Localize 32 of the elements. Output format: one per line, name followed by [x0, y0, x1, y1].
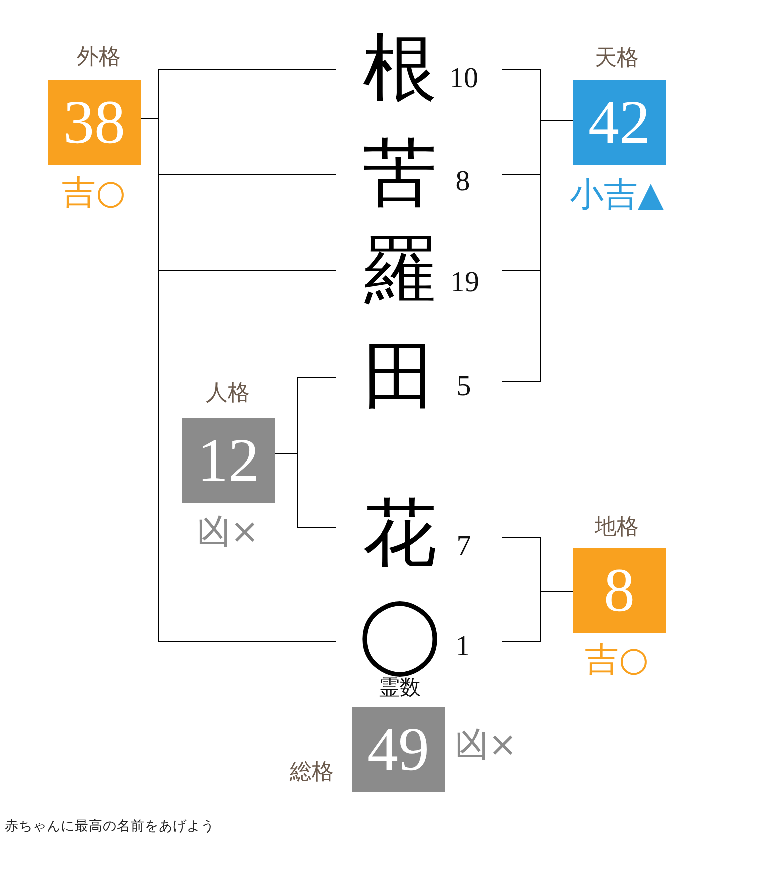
- verdict-text: 凶×: [454, 728, 518, 762]
- score-box: 8: [573, 548, 666, 633]
- category-heading: 天格: [595, 48, 639, 70]
- score-box: 38: [48, 80, 141, 165]
- stroke-count: 10: [450, 64, 478, 94]
- category-heading: 地格: [595, 517, 639, 539]
- name-character: 苦: [363, 132, 437, 218]
- verdict-text: 吉○: [62, 176, 126, 210]
- slogan-text: 赤ちゃんに最高の名前をあげよう: [5, 820, 215, 834]
- name-character: 根: [363, 28, 437, 113]
- stroke-count: 1: [456, 632, 470, 662]
- caption-text: 霊数: [379, 678, 421, 698]
- name-character: 花: [363, 492, 437, 578]
- name-character: ◯: [358, 592, 442, 678]
- verdict-text: 凶×: [196, 515, 260, 549]
- stroke-count: 8: [456, 168, 470, 196]
- stroke-count: 7: [456, 532, 472, 562]
- bracket-line: [502, 591, 574, 642]
- category-heading: 人格: [206, 383, 250, 405]
- score-box: 49: [352, 707, 445, 792]
- score-box: 12: [182, 418, 275, 503]
- score-box: 42: [573, 80, 666, 165]
- bracket-line: [274, 453, 336, 528]
- verdict-text: 吉○: [585, 643, 649, 677]
- stroke-count: 19: [450, 268, 480, 298]
- name-character: 田: [363, 336, 437, 421]
- verdict-text: 小吉▲: [570, 178, 664, 212]
- category-heading: 外格: [77, 47, 121, 69]
- category-heading: 総格: [290, 762, 334, 784]
- name-character: 羅: [363, 230, 437, 315]
- bracket-line: [502, 120, 574, 382]
- stroke-count: 5: [456, 372, 472, 402]
